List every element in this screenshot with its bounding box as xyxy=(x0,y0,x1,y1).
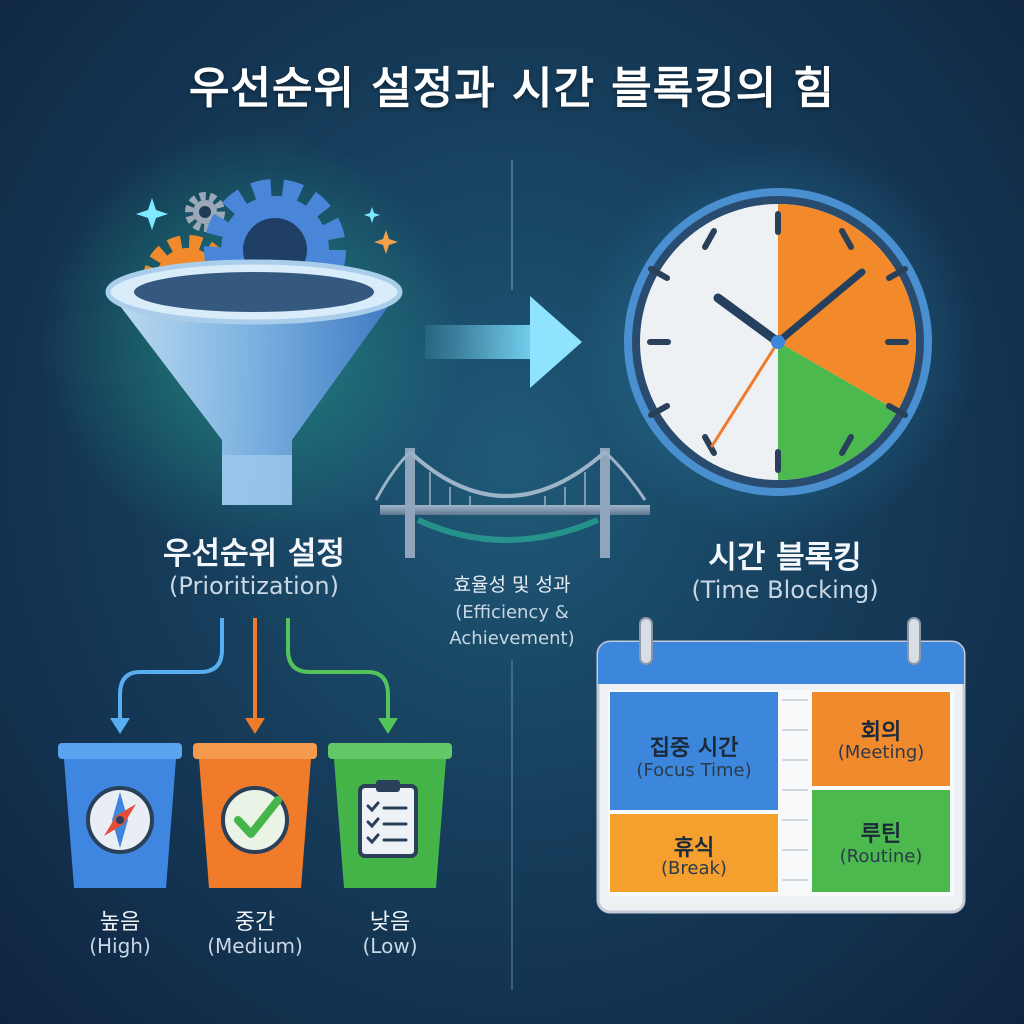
calendar-block-meeting xyxy=(812,692,950,786)
calendar-meeting-sub-label: (Meeting) xyxy=(837,742,925,763)
calendar-break-label: 휴식 xyxy=(673,836,715,861)
calendar-meeting-label: 회의 xyxy=(860,720,902,745)
efficiency-sub-label-line1: (Efficiency & xyxy=(455,602,569,623)
time-blocking-label: 시간 블록킹 xyxy=(708,540,862,576)
sparkle-icon xyxy=(374,230,398,254)
prioritization-label: 우선순위 설정 xyxy=(163,536,345,572)
bucket-low-sub-label: (Low) xyxy=(362,934,418,958)
time-blocking-sub-label: (Time Blocking) xyxy=(691,576,879,604)
calendar-routine-sub-label: (Routine) xyxy=(839,846,923,867)
calendar-focus-sub-label: (Focus Time) xyxy=(636,760,752,781)
bucket-high-sub-label: (High) xyxy=(89,934,151,958)
calendar-break-sub-label: (Break) xyxy=(661,858,727,879)
branch-arrow-low xyxy=(286,618,390,720)
bucket-high-label: 높음 xyxy=(99,910,141,935)
calendar-block-routine xyxy=(812,790,950,892)
calendar-routine-label: 루틴 xyxy=(860,822,902,847)
clipboard-checklist-icon xyxy=(358,780,418,858)
page-title: 우선순위 설정과 시간 블록킹의 힘 xyxy=(189,63,835,114)
arrow-down-icon xyxy=(245,718,265,734)
efficiency-label: 효율성 및 성과 xyxy=(453,574,571,596)
bucket-medium-label: 중간 xyxy=(234,910,276,935)
compass-icon xyxy=(86,786,154,854)
sparkle-icon xyxy=(136,198,168,230)
bucket-medium-sub-label: (Medium) xyxy=(207,934,303,958)
arrow-right-icon xyxy=(425,296,582,388)
calendar-icon xyxy=(596,617,966,914)
arrow-down-icon xyxy=(110,718,130,734)
gear-icon xyxy=(185,192,225,232)
bucket-low-label: 낮음 xyxy=(369,910,411,935)
efficiency-sub-label-line2: Achievement) xyxy=(449,628,575,649)
sparkle-icon xyxy=(364,207,380,223)
branch-arrow-high xyxy=(118,618,224,720)
check-circle-icon xyxy=(221,786,289,854)
funnel-icon xyxy=(105,259,403,505)
arrow-down-icon xyxy=(378,718,398,734)
calendar-focus-label: 집중 시간 xyxy=(649,736,739,761)
calendar-block-break xyxy=(610,814,778,892)
calendar-block-focus xyxy=(610,692,778,810)
prioritization-sub-label: (Prioritization) xyxy=(169,572,339,600)
bridge-icon xyxy=(374,448,650,558)
clock-icon xyxy=(624,188,932,496)
